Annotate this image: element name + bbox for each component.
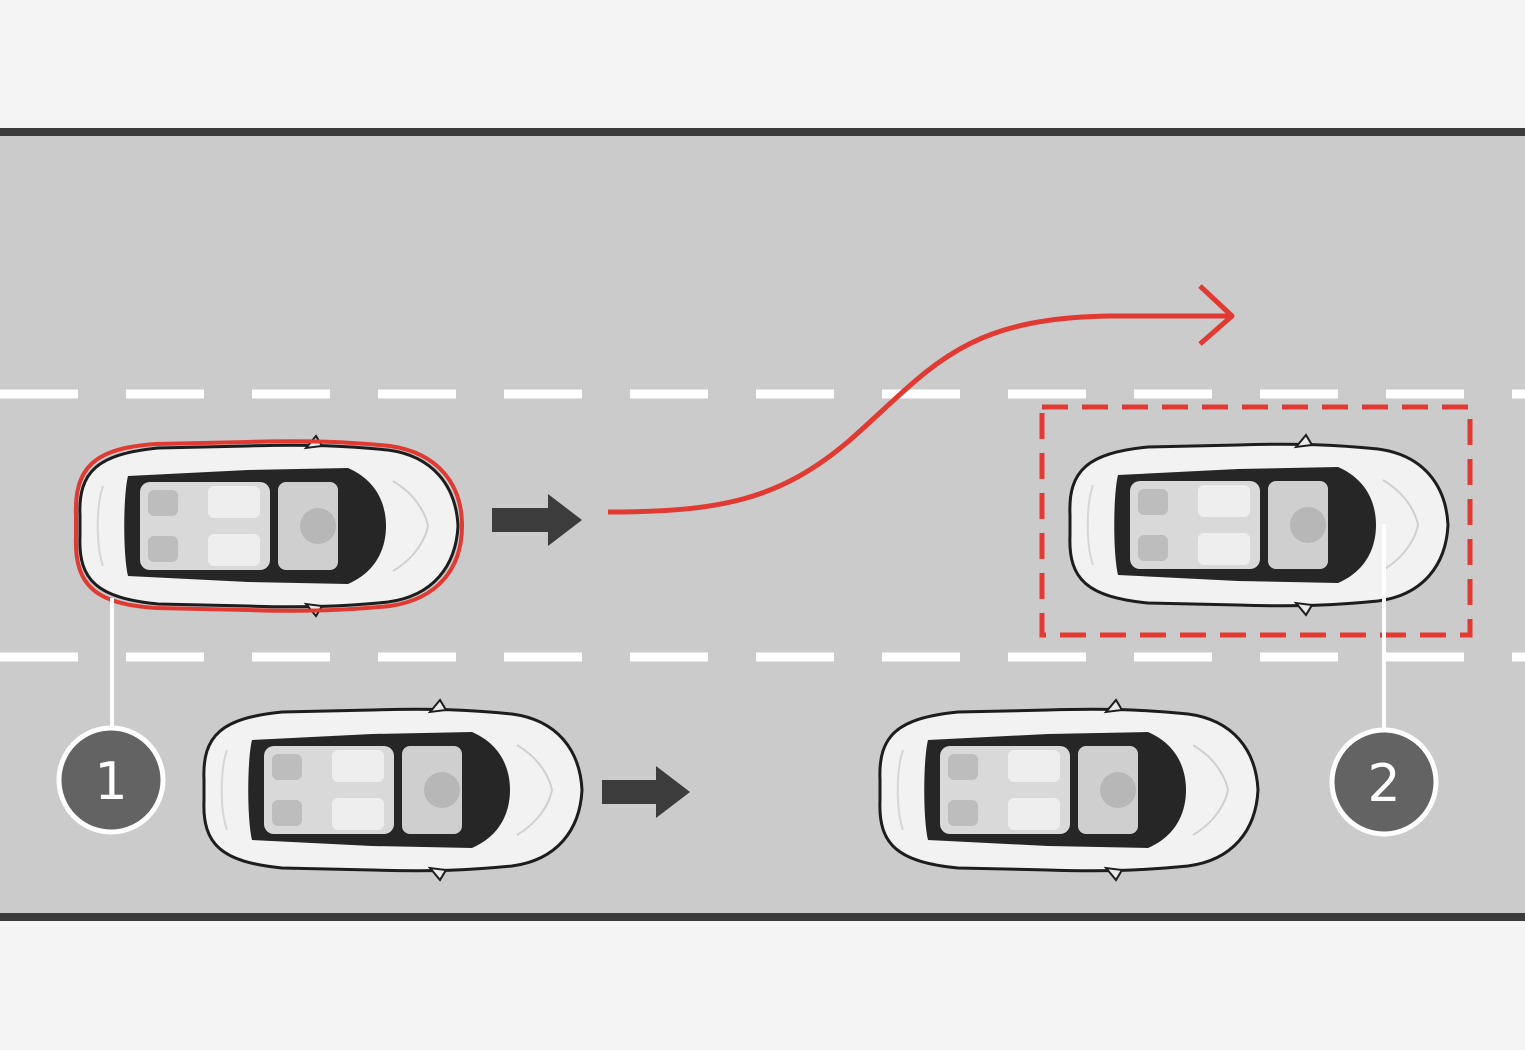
own-vehicle (73, 434, 465, 618)
curved-arrow-right-icon (1198, 284, 1235, 346)
vehicle-lower-left (202, 698, 584, 882)
callout-1: 1 (56, 725, 166, 835)
road-edge-bottom (0, 913, 1525, 921)
target-vehicle-dashed-box (1039, 404, 1473, 638)
callout-2-label: 2 (1367, 754, 1400, 814)
callout-1-label: 1 (94, 752, 127, 812)
own-vehicle-highlight-outline (73, 439, 465, 613)
road-edge-top (0, 128, 1525, 136)
lane-change-path (607, 313, 1228, 515)
arrow-right-icon (492, 494, 582, 546)
arrow-right-icon (602, 766, 690, 818)
callout-2: 2 (1329, 727, 1439, 837)
target-vehicle (1068, 433, 1450, 617)
vehicle-lower-right (878, 698, 1260, 882)
